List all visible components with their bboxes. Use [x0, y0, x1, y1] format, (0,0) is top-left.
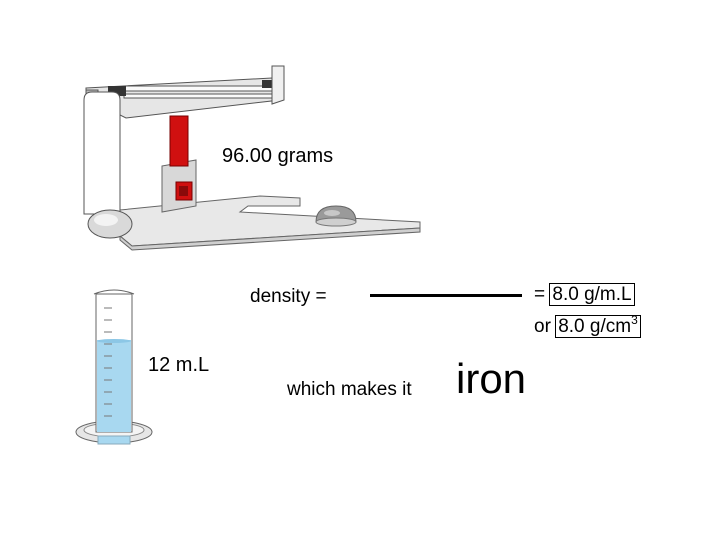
result-cm3-exponent: 3: [631, 313, 638, 327]
density-result-cm3: or 8.0 g/cm3: [534, 313, 641, 338]
balance-pointer-red: [169, 115, 189, 167]
density-result-ml: = 8.0 g/m.L: [534, 283, 635, 306]
density-label: density =: [250, 286, 327, 307]
makes-label: which makes it: [287, 379, 412, 400]
iron-sample-icon: [315, 205, 357, 227]
element-name: iron: [456, 355, 527, 402]
result-cm3-base: 8.0 g/cm: [558, 316, 632, 337]
mass-label: 96.00 grams: [222, 145, 334, 167]
result-ml-value: 8.0 g/m.L: [549, 283, 635, 306]
volume-label: 12 m.L: [148, 354, 210, 376]
result-cm3-value: 8.0 g/cm3: [555, 313, 641, 338]
water-fill: [97, 340, 131, 432]
equals-sign: =: [534, 284, 546, 305]
graduated-cylinder: [75, 289, 153, 445]
fraction-bar: [370, 294, 522, 297]
triple-beam-balance: [83, 65, 421, 251]
or-label: or: [534, 316, 551, 337]
